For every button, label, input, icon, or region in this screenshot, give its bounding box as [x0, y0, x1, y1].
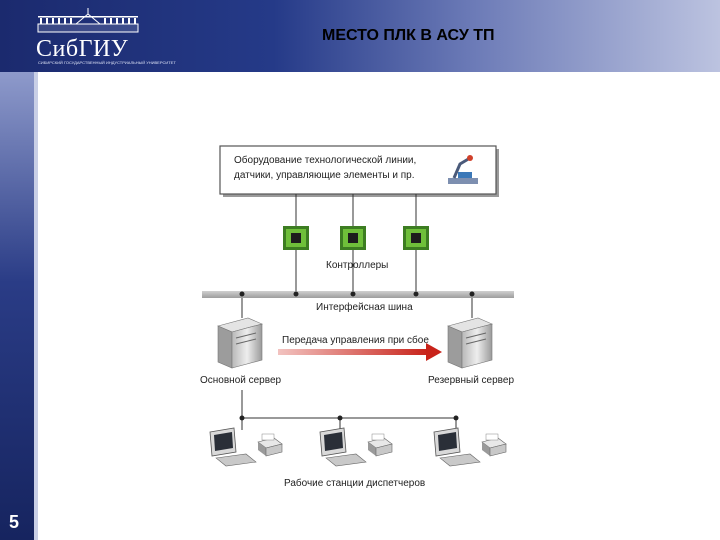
- equipment-box: [219, 145, 499, 197]
- controllers-label: Контроллеры: [326, 260, 389, 271]
- sidebar-edge: [34, 72, 38, 540]
- workstation-icon: [433, 427, 507, 467]
- workstations-label: Рабочие станции диспетчеров: [284, 478, 426, 489]
- printer-icon: [257, 433, 283, 457]
- header-bar: [0, 0, 720, 72]
- backup-server-icon: [447, 317, 493, 369]
- robot-arm-icon: [448, 155, 478, 184]
- equipment-label-line1: Оборудование технологической линии,: [234, 155, 417, 166]
- controller-chip-icon: [283, 226, 309, 250]
- plc-diagram: Оборудование технологической линии, датч…: [190, 140, 530, 500]
- controller-chip-icon: [403, 226, 429, 250]
- diagram-graphics: [202, 145, 514, 467]
- left-sidebar: [0, 72, 34, 540]
- failover-label: Передача управления при сбое: [282, 335, 429, 346]
- workstation-icon: [209, 427, 283, 467]
- equipment-label-line2: датчики, управляющие элементы и пр.: [234, 170, 415, 181]
- interface-bus: [202, 291, 514, 298]
- slide-number: 5: [9, 512, 20, 532]
- printer-icon: [367, 433, 393, 457]
- university-logo-icon: [37, 8, 139, 33]
- main-server-icon: [217, 317, 263, 369]
- logo-subtitle: СИБИРСКИЙ ГОСУДАРСТВЕННЫЙ ИНДУСТРИАЛЬНЫЙ…: [38, 60, 176, 65]
- printer-icon: [481, 433, 507, 457]
- bus-label: Интерфейсная шина: [316, 302, 413, 313]
- controller-chip-icon: [340, 226, 366, 250]
- slide-title: МЕСТО ПЛК В АСУ ТП: [322, 27, 495, 44]
- main-server-label: Основной сервер: [200, 375, 282, 386]
- workstation-icon: [319, 427, 393, 467]
- backup-server-label: Резервный сервер: [428, 375, 515, 386]
- logo-text: СибГИУ: [36, 36, 129, 62]
- failover-arrow: [278, 343, 442, 361]
